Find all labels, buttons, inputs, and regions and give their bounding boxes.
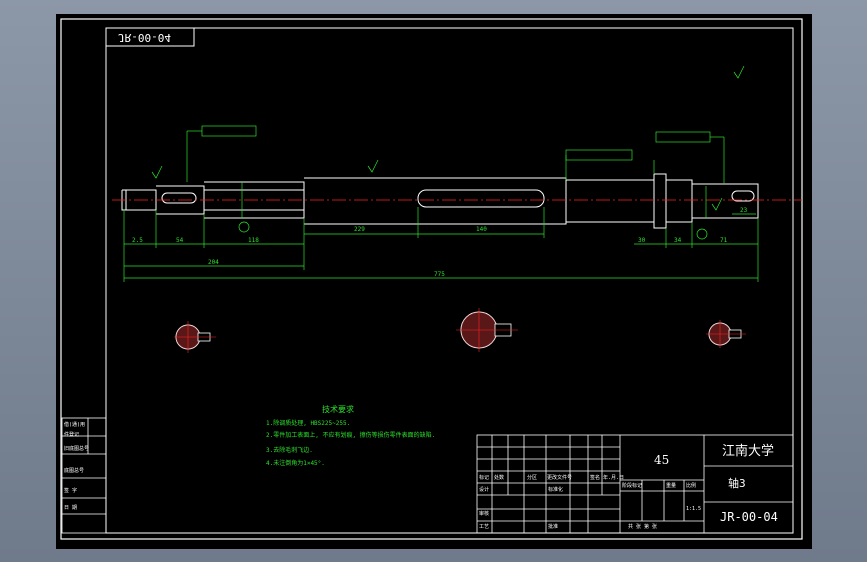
header-cell-3: 分区	[527, 475, 538, 481]
cad-drawing-canvas	[60, 18, 803, 540]
stage-label-2: 重量	[666, 483, 677, 489]
dim-229: 229	[354, 226, 365, 233]
sheets-label: 共 张 第 张	[628, 524, 658, 530]
header-cell-5: 签名	[590, 475, 601, 481]
note-4: 4.未注倒角为1×45°.	[266, 460, 325, 467]
dim-204: 204	[208, 259, 219, 266]
note-1: 1.除调质处理, HBS225~255.	[266, 420, 351, 427]
header-cell-4: 更改文件号	[547, 475, 573, 481]
side-stamp-5: 签 字	[64, 488, 78, 494]
side-stamp-3: 旧底图总号	[64, 446, 90, 452]
dim-2-5: 2.5	[132, 237, 143, 244]
drawing-sheet: JR-00-04 2.5 54 118 204 229 140 775 30 3…	[56, 14, 812, 549]
side-stamp-2: 件登记	[64, 432, 80, 438]
dim-30: 30	[638, 237, 646, 244]
drawing-number: JR-00-04	[720, 510, 778, 524]
dim-140: 140	[476, 226, 487, 233]
side-stamp-6: 日 期	[64, 505, 78, 511]
dim-71: 71	[720, 237, 728, 244]
shaft-outline	[121, 173, 759, 229]
stage-label-1: 阶段标记	[622, 483, 643, 489]
dim-118: 118	[248, 237, 259, 244]
dimension-lines	[123, 65, 759, 282]
header-cell-6: 年.月.日	[603, 475, 625, 481]
row-design: 设计	[479, 487, 490, 493]
outer-border	[60, 18, 803, 540]
dim-23: 23	[740, 207, 748, 214]
scale-value: 1:1.5	[686, 506, 702, 512]
row-process: 工艺	[479, 524, 490, 530]
side-stamp-1: 借(通)用	[64, 422, 86, 428]
section-views	[174, 308, 746, 353]
dim-54: 54	[176, 237, 184, 244]
inner-border	[105, 27, 794, 534]
mirrored-drawing-number: JR-00-04	[118, 31, 171, 44]
dim-775: 775	[434, 271, 445, 278]
dim-34: 34	[674, 237, 682, 244]
title-block-grid	[476, 434, 794, 534]
standardized-label: 标准化	[548, 487, 564, 493]
approved-label: 批准	[548, 524, 559, 530]
notes-heading: 技术要求	[322, 405, 354, 414]
note-3: 3.去除毛刺飞边.	[266, 447, 313, 454]
side-stamp-table	[61, 417, 107, 534]
organization-name: 江南大学	[722, 444, 775, 459]
header-cell-1: 标记	[479, 475, 490, 481]
side-stamp-4: 底图总号	[64, 468, 85, 474]
header-cell-2: 处数	[494, 475, 505, 481]
note-2: 2.零件加工表面上, 不应有划痕, 擦伤等损伤零件表面的缺陷.	[266, 432, 436, 439]
row-check: 审核	[479, 511, 490, 517]
part-name: 轴3	[728, 477, 746, 490]
stage-label-3: 比例	[686, 483, 697, 489]
material-label: 45	[654, 453, 670, 467]
mirrored-number-box	[105, 27, 195, 47]
